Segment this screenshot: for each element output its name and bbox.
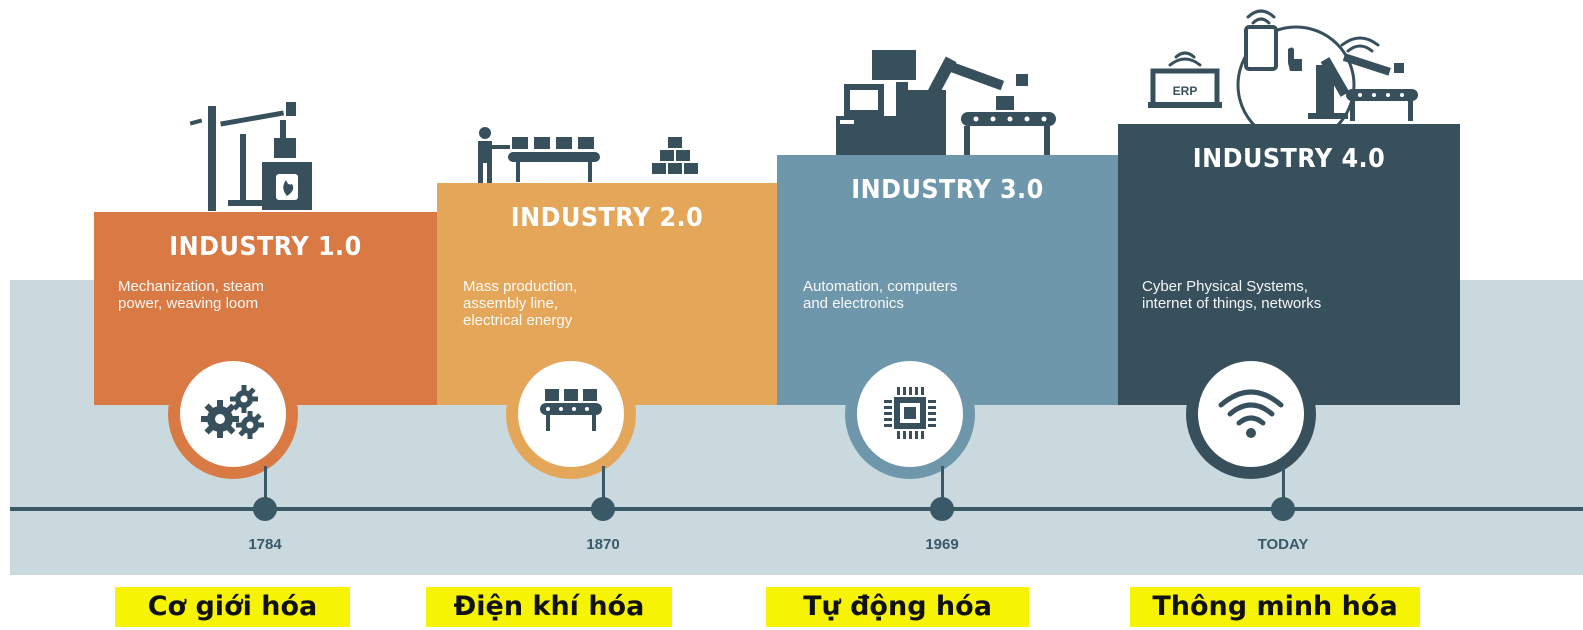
icon-circle-1 [180,361,286,467]
stage-title: INDUSTRY 1.0 [169,232,362,262]
gears-icon [201,385,264,439]
timeline-stem [264,466,267,506]
stage-card-industry-1: INDUSTRY 1.0 Mechanization, steam power,… [94,212,437,405]
stage-title: INDUSTRY 2.0 [510,203,704,233]
steam-engine-icon [189,102,312,211]
stage-description: Automation, computers and electronics [803,278,958,312]
erp-label: ERP [1173,84,1198,98]
stage-card-industry-2: INDUSTRY 2.0 Mass production, assembly l… [437,183,777,405]
stage-card-industry-4: INDUSTRY 4.0 Cyber Physical Systems, int… [1118,124,1460,405]
microchip-icon [884,387,936,439]
timeline-node [591,497,615,521]
vietnamese-label: Tự động hóa [766,587,1029,627]
year-label: 1969 [925,536,959,553]
timeline-stem [602,466,605,506]
stage-title: INDUSTRY 4.0 [1192,144,1386,174]
timeline-stem [941,466,944,506]
timeline-node [930,497,954,521]
icon-circle-3 [857,361,963,467]
timeline-node [253,497,277,521]
vietnamese-label: Cơ giới hóa [115,587,350,627]
icon-circle-2 [518,361,624,467]
icon-circle-4 [1198,361,1304,467]
year-label: TODAY [1257,536,1309,553]
wifi-icon [1218,389,1284,438]
stage-description: Cyber Physical Systems, internet of thin… [1142,278,1322,312]
year-label: 1870 [586,536,620,553]
year-label: 1784 [248,536,282,553]
timeline-stem [1282,466,1285,506]
stage-title: INDUSTRY 3.0 [851,175,1044,205]
robot-arm-computer-icon [836,50,1056,155]
vietnamese-label: Thông minh hóa [1130,587,1420,627]
timeline-node [1271,497,1295,521]
timeline-line [10,507,1583,511]
erp-network-icon: ERP [1148,9,1418,145]
conveyor-belt-icon [540,389,602,431]
stage-description: Mechanization, steam power, weaving loom [118,278,264,312]
assembly-line-icon [478,127,698,183]
vietnamese-label: Điện khí hóa [426,587,672,627]
stage-description: Mass production, assembly line, electric… [463,278,578,329]
